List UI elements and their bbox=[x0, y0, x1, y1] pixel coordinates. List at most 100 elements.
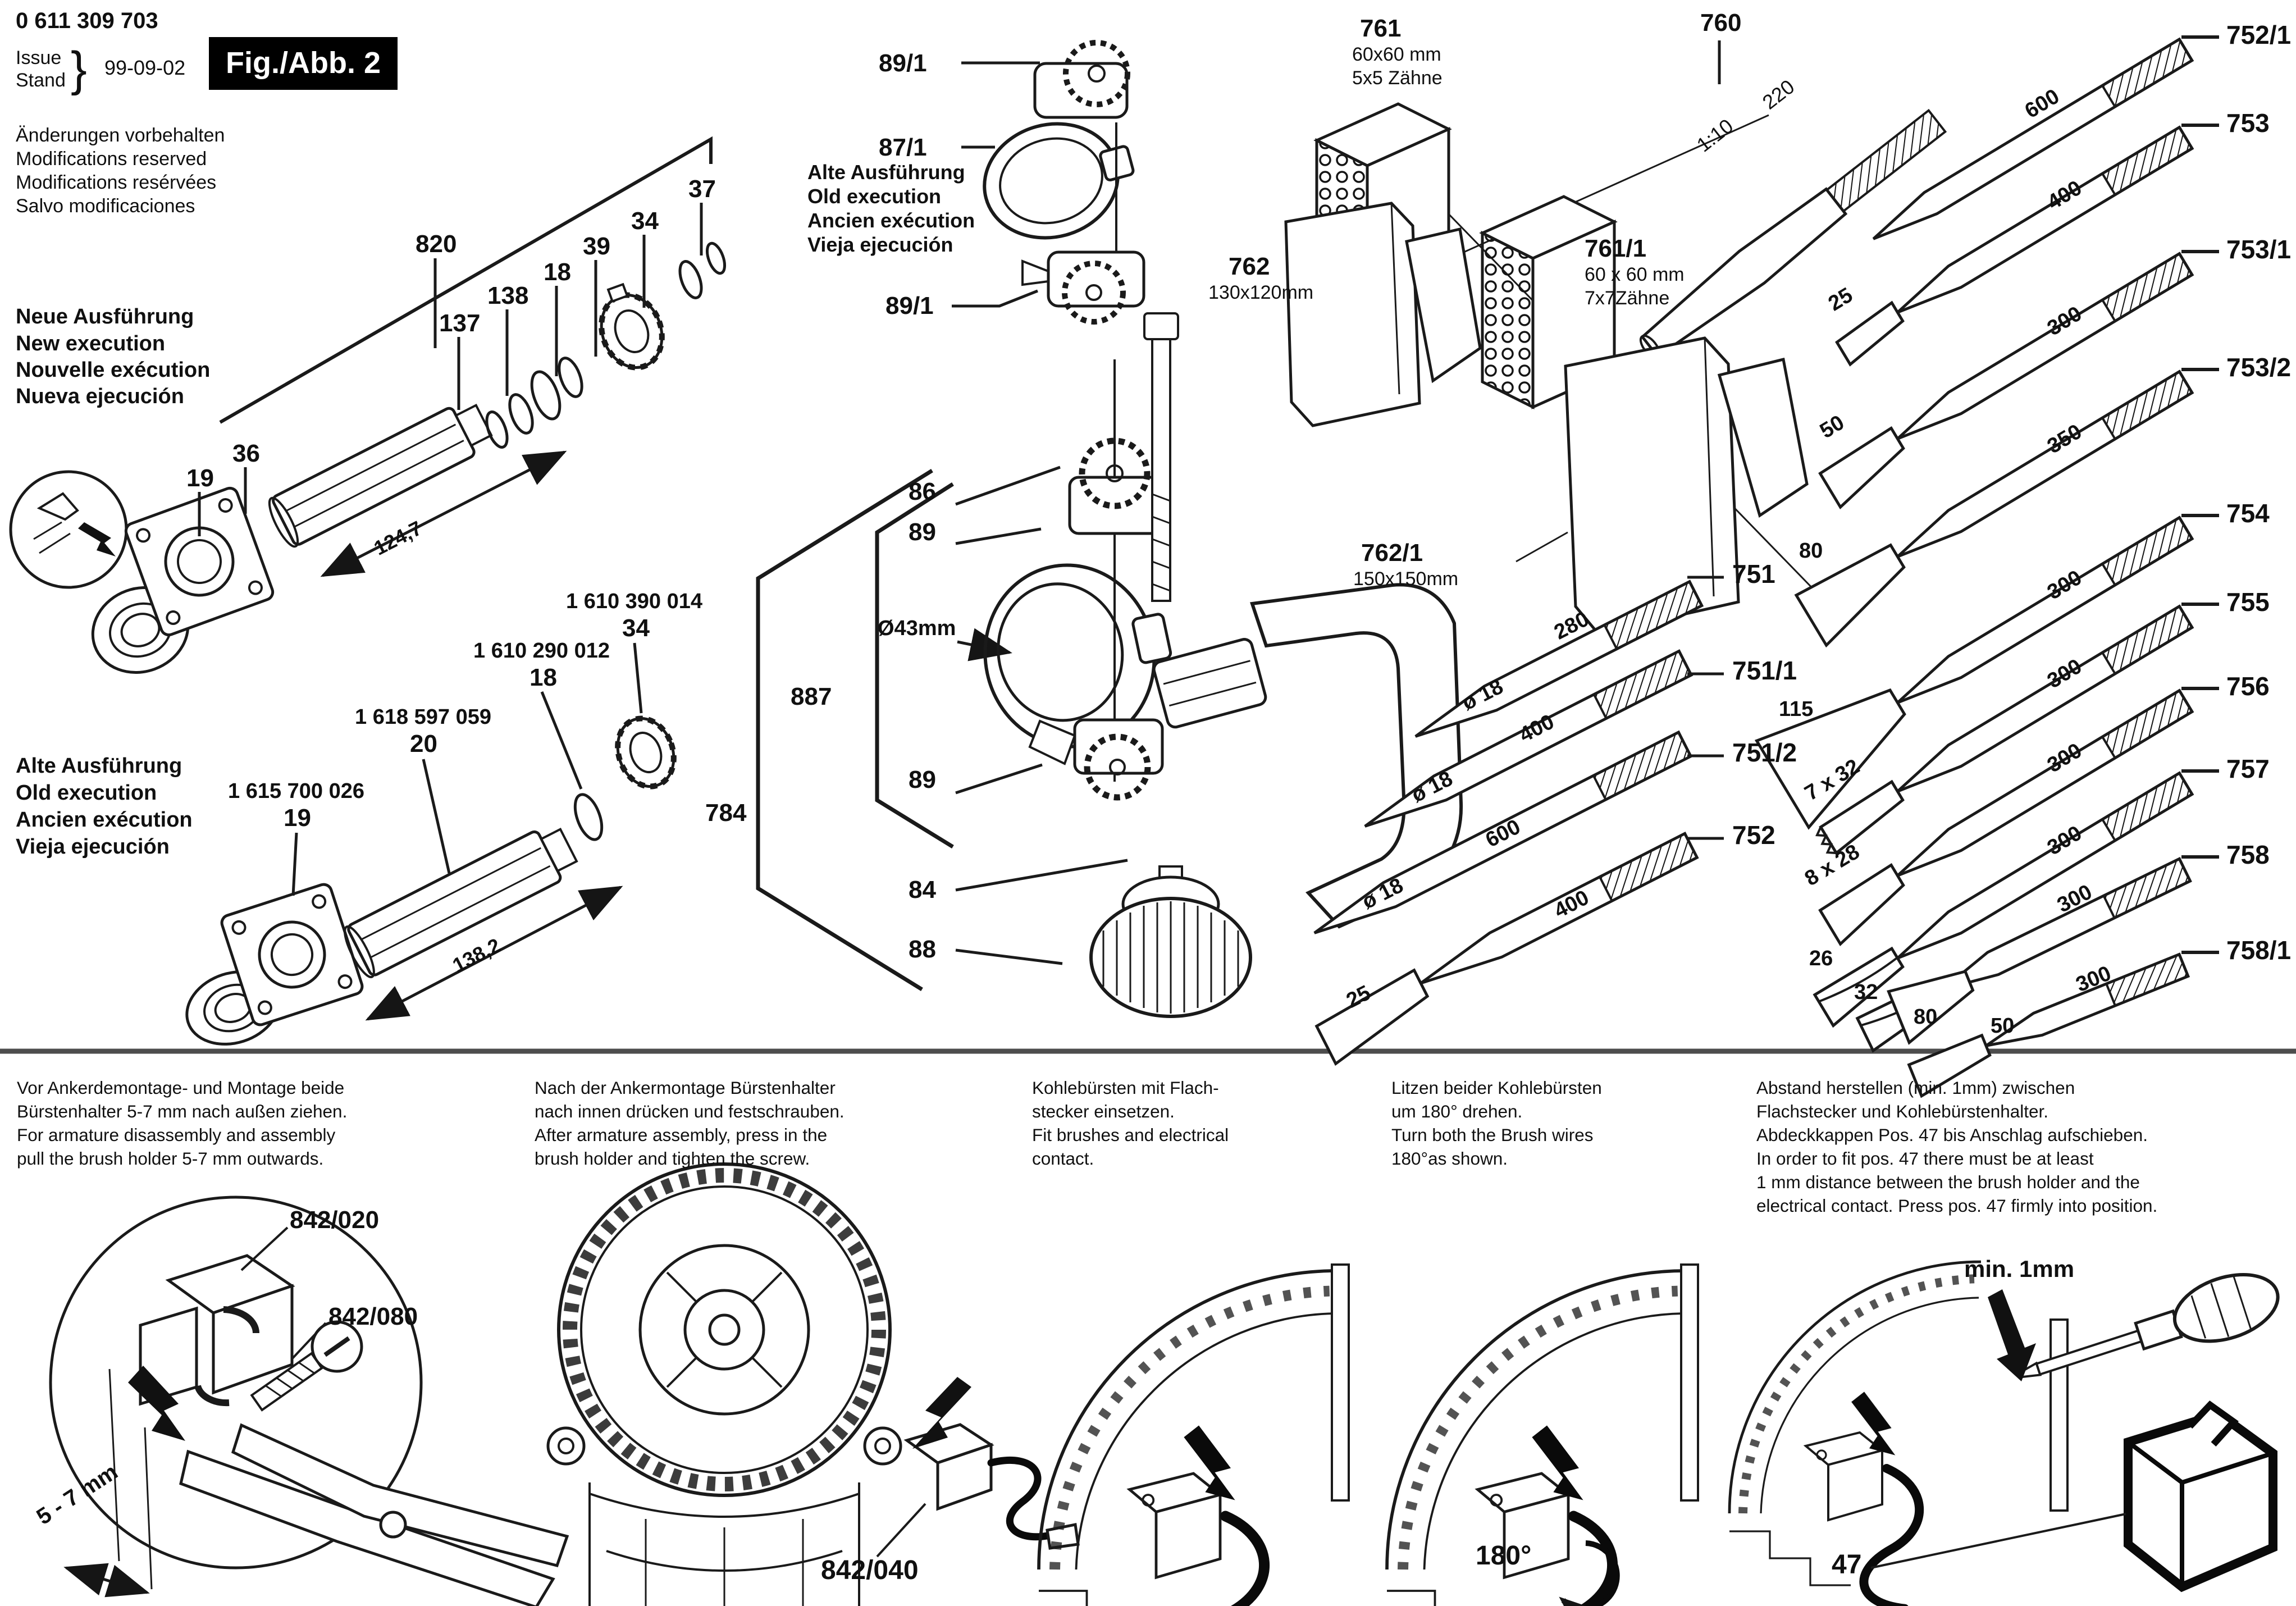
label-min-1mm: min. 1mm bbox=[1964, 1256, 2075, 1282]
old-exec-en: Old execution bbox=[16, 781, 157, 805]
instruction-col2: Nach der Ankermontage Bürstenhalter nach… bbox=[535, 1076, 845, 1170]
tip2-758-1: 80 bbox=[1914, 1005, 1938, 1029]
clamp-old-exec-es: Vieja ejecución bbox=[807, 233, 953, 256]
size-762: 130x120mm bbox=[1208, 282, 1314, 303]
brace-glyph: } bbox=[71, 42, 87, 96]
label-756: 756 bbox=[2226, 672, 2270, 701]
label-758-1: 758/1 bbox=[2226, 936, 2292, 965]
instr-line: Bürstenhalter 5-7 mm nach außen ziehen. bbox=[17, 1101, 348, 1121]
code-1610390014: 1 610 390 014 bbox=[566, 590, 703, 613]
callout-784: 784 bbox=[705, 799, 747, 827]
callout-36: 36 bbox=[232, 440, 260, 467]
label-751-1: 751/1 bbox=[1732, 656, 1797, 685]
instr-line: Turn both the Brush wires bbox=[1391, 1125, 1594, 1145]
instr-line: pull the brush holder 5-7 mm outwards. bbox=[17, 1148, 324, 1169]
callout-39: 39 bbox=[583, 232, 610, 260]
callout-761-1: 761/1 bbox=[1585, 235, 1647, 262]
label-180deg: 180° bbox=[1476, 1541, 1532, 1571]
callout-137: 137 bbox=[439, 309, 481, 337]
instruction-col1: Vor Ankerdemontage- und Montage beide Bü… bbox=[17, 1076, 347, 1170]
dim-diameter-43: Ø43mm bbox=[878, 617, 956, 640]
new-exec-en: New execution bbox=[16, 332, 166, 355]
point-chisels-art bbox=[1313, 576, 1724, 1066]
old-exec-de: Alte Ausführung bbox=[16, 754, 182, 778]
panel5-art bbox=[1729, 1262, 2280, 1606]
label-757: 757 bbox=[2226, 754, 2270, 783]
callout-138: 138 bbox=[487, 282, 529, 309]
callout-86: 86 bbox=[909, 478, 936, 505]
callout-88: 88 bbox=[909, 936, 936, 963]
new-exec-de: Neue Ausführung bbox=[16, 305, 194, 328]
panel1-art bbox=[49, 1196, 569, 1606]
stand-label: Stand bbox=[16, 70, 66, 91]
instr-line: Fit brushes and electrical bbox=[1032, 1125, 1229, 1145]
instr-line: 1 mm distance between the brush holder a… bbox=[1756, 1172, 2140, 1192]
notice-en: Modifications reserved bbox=[16, 148, 207, 170]
clamp-assembly-art bbox=[756, 312, 1463, 1018]
figure-number-box: Fig./Abb. 2 bbox=[209, 37, 398, 90]
instruction-col3: Kohlebürsten mit Flach- stecker einsetze… bbox=[1032, 1076, 1229, 1170]
tip-758-1: 50 bbox=[1991, 1014, 2015, 1038]
instr-line: nach innen drücken und festschrauben. bbox=[535, 1101, 845, 1121]
tip-754: 115 bbox=[1779, 697, 1814, 721]
callout-89-1-bottom: 89/1 bbox=[885, 292, 934, 320]
instr-line: For armature disassembly and assembly bbox=[17, 1125, 336, 1145]
label-751: 751 bbox=[1732, 559, 1775, 588]
instr-line: um 180° drehen. bbox=[1391, 1101, 1523, 1121]
callout-820: 820 bbox=[416, 230, 457, 258]
issue-label: Issue bbox=[16, 47, 62, 69]
instr-line: In order to fit pos. 47 there must be at… bbox=[1756, 1148, 2094, 1169]
panel4-art bbox=[1387, 1263, 1699, 1606]
label-755: 755 bbox=[2226, 587, 2270, 617]
callout-89a: 89 bbox=[909, 518, 936, 546]
code-1610290012: 1 610 290 012 bbox=[473, 639, 610, 663]
new-exec-fr: Nouvelle exécution bbox=[16, 358, 211, 382]
callout-19: 19 bbox=[186, 464, 214, 492]
new-exec-es: Nueva ejecución bbox=[16, 385, 184, 408]
panel3-art bbox=[1039, 1263, 1350, 1606]
instruction-col4: Litzen beider Kohlebürsten um 180° drehe… bbox=[1391, 1076, 1602, 1170]
label-753-2: 753/2 bbox=[2226, 353, 2292, 382]
flat-chisels-art bbox=[1754, 35, 2219, 1098]
instr-line: Vor Ankerdemontage- und Montage beide bbox=[17, 1078, 345, 1098]
callout-87-1: 87/1 bbox=[879, 134, 927, 161]
callout-37: 37 bbox=[688, 175, 716, 203]
instruction-col5: Abstand herstellen (min. 1mm) zwischen F… bbox=[1756, 1076, 2157, 1217]
label-842-080: 842/080 bbox=[328, 1303, 418, 1330]
label-753: 753 bbox=[2226, 108, 2270, 138]
callout-887: 887 bbox=[791, 683, 832, 710]
callout-89-1-top: 89/1 bbox=[879, 49, 927, 77]
clamp-old-exec-de: Alte Ausführung bbox=[807, 161, 965, 184]
clamp-band-top-art bbox=[952, 40, 1145, 325]
old-execution-assembly-art bbox=[185, 642, 677, 1046]
callout-89b: 89 bbox=[909, 766, 936, 793]
clamp-old-exec-en: Old execution bbox=[807, 185, 942, 208]
instr-line: 180°as shown. bbox=[1391, 1148, 1508, 1169]
label-752-1: 752/1 bbox=[2226, 20, 2292, 49]
code-1615700026: 1 615 700 026 bbox=[228, 779, 365, 803]
tip-758: 32 bbox=[1854, 980, 1878, 1004]
notice-fr: Modifications resérvées bbox=[16, 172, 217, 193]
instr-line: After armature assembly, press in the bbox=[535, 1125, 828, 1145]
old-exec-es: Vieja ejecución bbox=[16, 835, 170, 859]
label-754: 754 bbox=[2226, 499, 2270, 528]
callout-34: 34 bbox=[631, 207, 659, 235]
instr-line: stecker einsetzen. bbox=[1032, 1101, 1175, 1121]
size-762-1: 150x150mm bbox=[1353, 568, 1459, 590]
tip-757: 26 bbox=[1809, 947, 1833, 970]
size-761-1: 60x60 mm bbox=[1352, 44, 1441, 65]
callout-762: 762 bbox=[1229, 253, 1270, 280]
teeth-761-1: 7x7Zähne bbox=[1585, 288, 1670, 309]
adapter-blocks-art bbox=[1284, 40, 1947, 635]
instr-line: Litzen beider Kohlebürsten bbox=[1391, 1078, 1602, 1098]
pos-19: 19 bbox=[284, 804, 311, 832]
callout-761: 761 bbox=[1360, 15, 1402, 42]
callout-18: 18 bbox=[544, 258, 571, 286]
notice-de: Änderungen vorbehalten bbox=[16, 125, 225, 146]
panel2-art bbox=[546, 1162, 1080, 1606]
label-751-2: 751/2 bbox=[1732, 738, 1797, 767]
instr-line: Nach der Ankermontage Bürstenhalter bbox=[535, 1078, 836, 1098]
instr-line: Flachstecker und Kohlebürstenhalter. bbox=[1756, 1101, 2049, 1121]
